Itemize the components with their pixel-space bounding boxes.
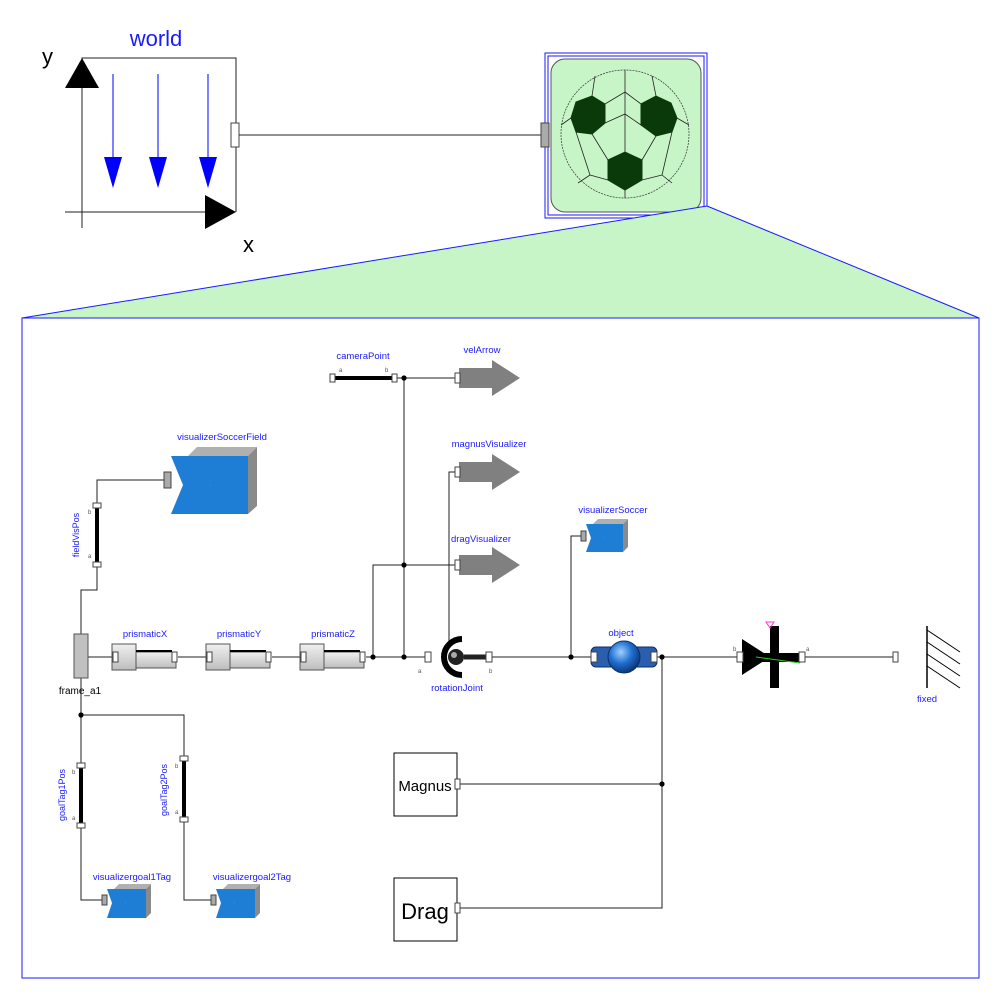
drag-block[interactable]: Drag	[393, 877, 461, 942]
visualizer-soccer-component[interactable]: visualizerSoccer	[578, 505, 648, 552]
port-a-label: a	[339, 368, 343, 374]
drag-visualizer-label: dragVisualizer	[451, 534, 511, 545]
y-axis-label: y	[42, 44, 53, 69]
world-title: world	[129, 26, 183, 51]
object-component[interactable]: object	[590, 628, 658, 674]
fixed-component[interactable]: fixed	[892, 626, 961, 705]
rotation-joint-component[interactable]: a b rotationJoint	[418, 636, 493, 694]
zoom-edge-right	[706, 205, 980, 319]
prismatic-z-component[interactable]: prismaticZ	[299, 629, 366, 671]
port-a-label: a	[72, 816, 76, 822]
drag-visualizer-component[interactable]: dragVisualizer	[451, 534, 520, 583]
object-label: object	[608, 628, 634, 639]
visualizer-soccer-field-label: visualizerSoccerField	[177, 432, 267, 443]
goal-tag1-pos-label: goalTag1Pos	[57, 768, 67, 821]
vel-arrow-label: velArrow	[464, 345, 501, 356]
magnus-visualizer-component[interactable]: magnusVisualizer	[452, 439, 527, 490]
port-b-label: b	[733, 647, 737, 653]
magnus-visualizer-label: magnusVisualizer	[452, 439, 527, 450]
prismatic-x-component[interactable]: prismaticX	[111, 629, 178, 671]
world-frame-border	[81, 57, 237, 212]
port-b-label: b	[88, 510, 92, 516]
port-b-label: b	[72, 770, 76, 776]
visualizer-goal1-tag-label: visualizergoal1Tag	[93, 872, 171, 883]
port-a-label: a	[418, 669, 422, 675]
goal-tag1-pos-component[interactable]: goalTag1Pos b a	[57, 762, 86, 829]
free-motion-joint-icon[interactable]: b a	[733, 621, 810, 688]
fixed-label: fixed	[917, 694, 937, 705]
zoom-wedge	[22, 206, 979, 318]
prismatic-y-label: prismaticY	[217, 629, 262, 640]
detail-panel	[21, 317, 980, 979]
port-a-label: a	[806, 647, 810, 653]
ball-frame-a-connector[interactable]	[540, 122, 550, 148]
zoom-edge-left	[21, 205, 708, 319]
visualizer-goal2-tag-label: visualizergoal2Tag	[213, 872, 291, 883]
camera-point-label: cameraPoint	[336, 351, 390, 362]
soccer-ball-icon	[560, 69, 690, 199]
junction-dots	[78, 375, 665, 787]
magnus-block[interactable]: Magnus	[393, 752, 461, 817]
prismatic-x-label: prismaticX	[123, 629, 168, 640]
port-b-label: b	[175, 764, 179, 770]
port-a-label: a	[88, 554, 92, 560]
field-vis-pos-label: fieldVisPos	[71, 512, 81, 557]
rotation-joint-label: rotationJoint	[431, 683, 483, 694]
soccer-ball-block[interactable]	[540, 52, 708, 219]
y-axis-arrowhead-icon	[65, 58, 99, 88]
gravity-arrows-icon	[104, 74, 217, 188]
camera-point-component[interactable]: cameraPoint a b	[329, 351, 398, 383]
port-a-label: a	[175, 810, 179, 816]
visualizer-soccer-label: visualizerSoccer	[578, 505, 647, 516]
frame-a1-connector[interactable]: frame_a1	[59, 633, 102, 697]
magnus-block-label: Magnus	[398, 778, 451, 795]
port-b-label: b	[489, 669, 493, 675]
visualizer-soccer-field-component[interactable]: visualizerSoccerField	[163, 432, 267, 514]
port-b-label: b	[385, 368, 389, 374]
frame-a1-label: frame_a1	[59, 686, 102, 697]
world-frame-b-connector[interactable]	[230, 122, 240, 148]
prismatic-y-component[interactable]: prismaticY	[205, 629, 272, 671]
x-axis-arrowhead-icon	[205, 195, 236, 229]
prismatic-z-label: prismaticZ	[311, 629, 355, 640]
visualizer-goal1-tag-component[interactable]: visualizergoal1Tag	[93, 872, 171, 918]
connection-wires	[80, 377, 893, 909]
world-block[interactable]: world y x	[42, 26, 254, 257]
x-axis-label: x	[243, 232, 254, 257]
goal-tag2-pos-component[interactable]: goalTag2Pos b a	[159, 755, 189, 823]
field-vis-pos-component[interactable]: fieldVisPos b a	[71, 502, 102, 568]
visualizer-goal2-tag-component[interactable]: visualizergoal2Tag	[210, 872, 291, 918]
drag-block-label: Drag	[401, 899, 449, 924]
goal-tag2-pos-label: goalTag2Pos	[159, 763, 169, 816]
vel-arrow-component[interactable]: velArrow	[454, 345, 520, 396]
